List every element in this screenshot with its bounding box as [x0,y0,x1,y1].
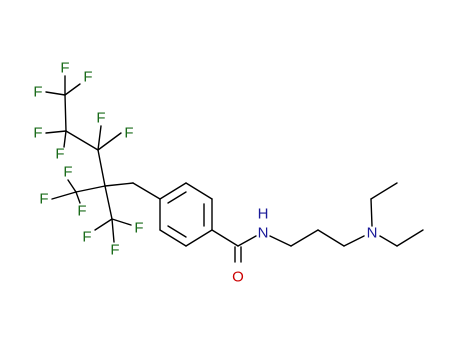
bond-n-ethyl1 [370,198,373,227]
fluorine-label: F [33,84,42,101]
fluorine-label: F [82,229,91,246]
bond-cf3a-f1 [67,179,77,193]
bond-ethyl1 [370,182,398,200]
bond-ring-inner-1 [167,191,187,204]
bond-ring-carbonyl [211,229,239,247]
bond-n-c1 [269,235,292,247]
amine-nitrogen-label: N [367,225,378,242]
fluorine-label: F [77,203,86,220]
bond-c2-c3 [317,229,345,247]
bond-cf-f-top [97,125,102,151]
bond-cf3b-f2 [111,218,132,226]
bond-ch2-cq [104,182,134,187]
bond-cf2-f-down [63,130,67,148]
bond-cq-cf [97,149,106,187]
bond-cf-f-right [97,132,122,151]
fluorine-label: F [60,60,69,77]
bond-cf3a-f2 [51,191,77,200]
bond-cf2-cf3 [64,94,67,132]
bond-ethyl2 [396,229,424,247]
fluorine-label: F [39,191,48,208]
bond-c3-n [343,235,365,247]
amide-nitrogen-label: N [258,225,269,242]
fluorine-label: F [110,242,119,259]
bond-carbonyl-n [237,235,257,247]
fluorine-label: F [124,125,133,142]
bond-cq-cf3a [75,185,106,193]
bond-cf3top-f-left [45,91,66,96]
fluorine-label: F [55,146,64,163]
bond-ring-5 [159,229,187,247]
bond-c1-c2 [290,229,319,247]
bond-cf3top-f-right [64,83,81,96]
bond-ring-inner-3 [167,225,187,238]
bond-n-ethyl2 [379,235,398,247]
fluorine-label: F [63,164,72,181]
bond-cf3a-f3 [75,191,81,204]
bond-cf-c2f5 [65,130,99,151]
amide-hydrogen-label: H [258,206,269,223]
fluorine-label: F [134,220,143,237]
fluorine-label: F [33,125,42,142]
atom-labels: F F F F F F F F F F F F F H N O N [33,60,377,286]
bond-ring-2 [185,182,213,200]
fluorine-label: F [83,69,92,86]
bond-cf3b-f3 [111,218,115,243]
bond-ring-ch2 [132,182,161,200]
bond-cf3b-f1 [94,218,113,231]
bond-cq-cf3b [104,185,113,220]
bond-ring-1 [159,182,187,200]
oxygen-label: O [232,269,244,286]
bond-ring-4 [185,229,213,247]
fluorine-label: F [96,110,105,127]
bond-cf2-f-left [45,130,67,134]
bonds [45,75,424,263]
